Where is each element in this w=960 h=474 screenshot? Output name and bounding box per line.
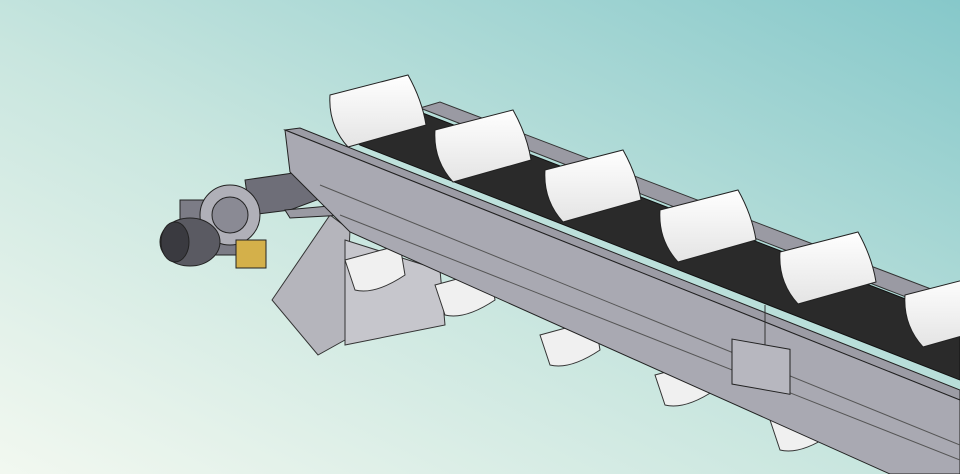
frame-side-face xyxy=(284,129,960,474)
carrying-roller xyxy=(904,280,960,348)
return-roller xyxy=(344,244,406,292)
motor-mount-bracket xyxy=(235,239,267,269)
carrying-roller xyxy=(544,149,642,223)
carrying-rollers xyxy=(329,74,960,348)
carrying-roller xyxy=(659,189,757,263)
carrying-roller xyxy=(779,231,877,305)
splice-plate xyxy=(731,338,791,395)
carrying-roller xyxy=(329,74,427,148)
conveyor-frame xyxy=(283,127,960,474)
carrying-roller xyxy=(434,109,532,183)
